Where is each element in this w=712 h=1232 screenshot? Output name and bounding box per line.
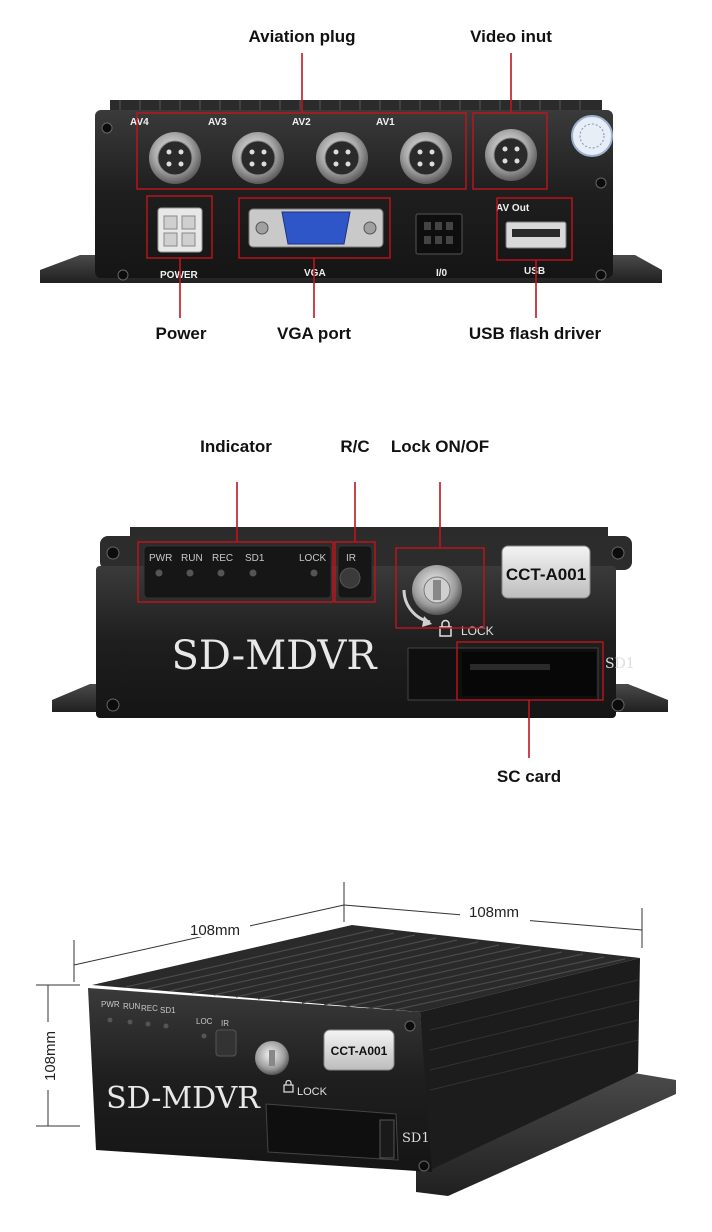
screw-icon xyxy=(117,269,129,281)
screw-icon xyxy=(595,269,607,281)
callout-box-indicator xyxy=(137,541,334,603)
led-label-lock: LOCK xyxy=(299,553,327,564)
aviation-plug-av4 xyxy=(149,132,201,184)
sd1-slot-label: SD1 xyxy=(402,1131,430,1146)
led-label-loc: LOC xyxy=(196,1017,213,1026)
aviation-plug-av1 xyxy=(400,132,452,184)
led-label-sd1: SD1 xyxy=(245,553,265,564)
led-lock xyxy=(310,569,318,577)
model-text: CCT-A001 xyxy=(331,1044,388,1058)
height-dimension: 108mm xyxy=(42,1031,59,1081)
led-rec xyxy=(217,569,225,577)
model-badge xyxy=(323,1029,395,1071)
rc-callout: R/C xyxy=(340,437,369,456)
led-label-pwr: PWR xyxy=(149,553,172,564)
sd1-slot-label: SD1 xyxy=(605,656,635,672)
usb-port xyxy=(505,221,567,249)
av-out-label: AV Out xyxy=(496,203,530,214)
aviation-plug-callout: Aviation plug xyxy=(248,27,355,46)
av2-label: AV2 xyxy=(292,117,311,128)
model-badge xyxy=(501,545,591,599)
heatsink-top xyxy=(92,925,640,1012)
led-pwr xyxy=(155,569,163,577)
qc-sticker xyxy=(571,115,613,157)
indicator-callout: Indicator xyxy=(200,437,272,456)
screw-icon xyxy=(106,546,120,560)
av4-label: AV4 xyxy=(130,117,149,128)
screw-icon xyxy=(404,1020,416,1032)
power-callout: Power xyxy=(155,324,206,343)
usb-flash-callout: USB flash driver xyxy=(469,324,602,343)
led-label-run: RUN xyxy=(123,1002,141,1011)
video-input-callout: Video inut xyxy=(470,27,552,46)
perspective-view-panel: PWR RUN REC SD1 LOC IR LOCK CCT-A001 SD-… xyxy=(36,882,676,1196)
callout-box-video xyxy=(472,112,548,190)
lock-callout: Lock ON/OF xyxy=(391,437,489,456)
ir-label: IR xyxy=(221,1019,229,1028)
usb-silk-label: USB xyxy=(524,266,545,277)
ir-label: IR xyxy=(346,553,356,564)
led-label-rec: REC xyxy=(212,553,233,564)
led-label-run: RUN xyxy=(181,553,203,564)
screw-icon xyxy=(611,546,625,560)
aviation-plug-av2 xyxy=(316,132,368,184)
callout-box-usb xyxy=(496,197,573,261)
mounting-flange xyxy=(416,1072,676,1196)
av3-label: AV3 xyxy=(208,117,227,128)
vga-silk-label: VGA xyxy=(304,268,326,279)
vga-port-callout: VGA port xyxy=(277,324,351,343)
model-text: CCT-A001 xyxy=(506,565,586,584)
screw-icon xyxy=(101,122,113,134)
lock-text: LOCK xyxy=(461,624,494,638)
screw-icon xyxy=(595,177,607,189)
led-label-rec: REC xyxy=(141,1004,158,1013)
rear-view-panel: AV4 AV3 AV2 AV1 AV Out POWER VGA I/0 USB xyxy=(40,27,662,343)
led-run xyxy=(186,569,194,577)
front-view-panel: PWR RUN REC SD1 LOCK IR LOCK CCT-A001 SD… xyxy=(52,437,668,786)
screw-icon xyxy=(418,1160,430,1172)
sc-card-callout: SC card xyxy=(497,767,561,786)
padlock-icon xyxy=(439,619,452,637)
brand-text: SD-MDVR xyxy=(106,1081,261,1116)
heatsink-fins xyxy=(110,100,602,112)
screw-icon xyxy=(106,698,120,712)
aviation-plug-av-out xyxy=(485,129,537,181)
padlock-icon xyxy=(283,1079,294,1093)
io-connector xyxy=(415,213,463,255)
screw-icon xyxy=(611,698,625,712)
sd-card-door xyxy=(265,1103,399,1161)
ir-receiver xyxy=(339,567,361,589)
led-sd1 xyxy=(249,569,257,577)
io-silk-label: I/0 xyxy=(436,268,448,279)
power-connector xyxy=(157,207,203,253)
aviation-plug-av3 xyxy=(232,132,284,184)
width-dimension-right: 108mm xyxy=(469,904,519,921)
callout-box-sd xyxy=(456,641,604,701)
dvr-rear-body xyxy=(95,110,613,278)
av1-label: AV1 xyxy=(376,117,395,128)
led-label-pwr: PWR xyxy=(101,1000,120,1009)
width-dimension-left: 108mm xyxy=(190,922,240,939)
dvr-side xyxy=(420,958,640,1170)
lock-text: LOCK xyxy=(297,1086,328,1098)
vga-connector xyxy=(248,208,384,248)
brand-text: SD-MDVR xyxy=(171,633,378,679)
led-label-sd1: SD1 xyxy=(160,1006,176,1015)
